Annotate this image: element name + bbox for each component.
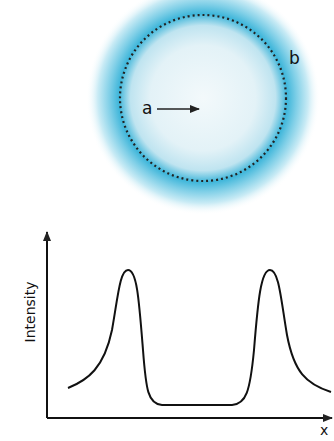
y-axis bbox=[46, 232, 48, 418]
intensity-curve bbox=[68, 270, 331, 405]
axis-title: x bbox=[320, 423, 328, 437]
axis-title: Intensity bbox=[23, 282, 37, 343]
ring-label: b bbox=[289, 50, 300, 67]
radius-arrow bbox=[157, 108, 199, 110]
point-label: a bbox=[142, 100, 152, 117]
glow-ring bbox=[86, 0, 320, 215]
x-axis bbox=[47, 417, 332, 419]
dotted-circle bbox=[120, 15, 286, 181]
